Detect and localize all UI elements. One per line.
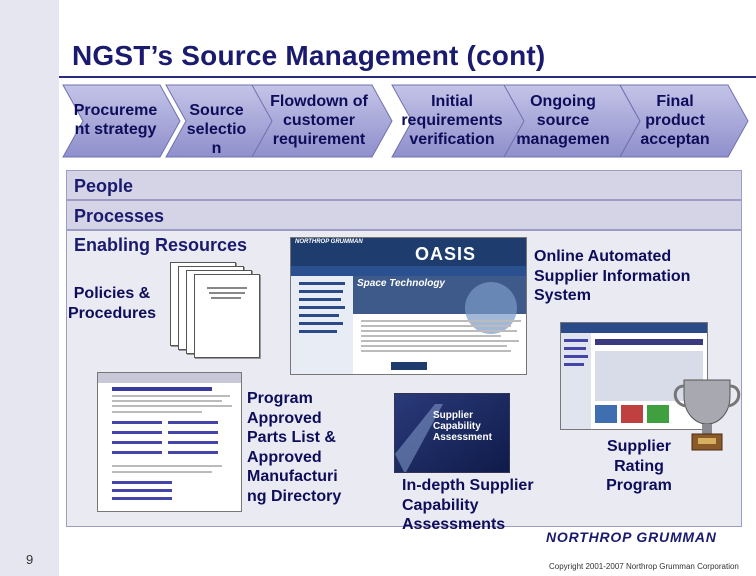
band-label-people: People	[74, 176, 134, 196]
chevron-label-initial-verification: Initial requirements verification	[401, 93, 503, 148]
online-system-label: Online Automated Supplier Information Sy…	[534, 248, 691, 304]
chevron-label-flowdown-requirements: Flowdown of customer requirement	[270, 93, 368, 148]
band-processes: Processes	[66, 200, 742, 230]
parts-list-page-icon	[98, 373, 241, 500]
left-margin-strip	[0, 0, 59, 576]
chevron-procurement-strategy	[62, 84, 181, 158]
slide-title: NGST’s Source Management (cont)	[72, 40, 546, 71]
band-label-processes: Processes	[74, 206, 165, 226]
title-underline	[59, 76, 756, 78]
document-sheet-front	[194, 274, 260, 358]
document-cover-icon	[207, 287, 247, 299]
northrop-grumman-logo: NORTHROP GRUMMAN	[546, 529, 717, 545]
assessment-brochure: Supplier Capability Assessment	[394, 393, 510, 473]
band-people: People	[66, 170, 742, 200]
portal-company-small: NORTHROP GRUMMAN	[295, 239, 363, 245]
oasis-portal-icon	[291, 238, 526, 374]
chevron-label-ongoing-management: Ongoing source managemen	[516, 93, 610, 148]
brochure-cover-icon	[395, 394, 509, 472]
parts-list-screenshot	[97, 372, 242, 512]
rating-program-label: Supplier Rating Program	[606, 438, 672, 494]
assessments-label: In-depth Supplier Capability Assessments	[402, 477, 534, 533]
page-number: 9	[26, 552, 34, 567]
policies-document-stack	[168, 262, 264, 360]
chevron-label-procurement-strategy: Procureme nt strategy	[73, 102, 158, 138]
chevron-final-acceptance	[619, 84, 749, 158]
trophy-icon	[673, 379, 741, 451]
chevron-label-source-selection: Source selectio n	[186, 102, 247, 157]
portal-banner-text: Space Technology	[357, 278, 445, 289]
oasis-portal-screenshot: OASIS Space Technology NORTHROP GRUMMAN	[290, 237, 527, 375]
parts-list-label: Program Approved Parts List & Approved M…	[247, 390, 342, 505]
band-label-enabling: Enabling Resources	[74, 235, 248, 255]
chevron-flowdown-requirements	[251, 84, 393, 158]
oasis-logo: OASIS	[415, 244, 477, 264]
policies-procedures-label: Policies & Procedures	[67, 285, 157, 322]
copyright-notice: Copyright 2001-2007 Northrop Grumman Cor…	[549, 562, 739, 571]
process-chevrons	[62, 84, 749, 158]
brochure-cover-title: Supplier Capability Assessment	[433, 410, 492, 443]
chevron-label-final-acceptance: Final product acceptan	[640, 93, 710, 148]
